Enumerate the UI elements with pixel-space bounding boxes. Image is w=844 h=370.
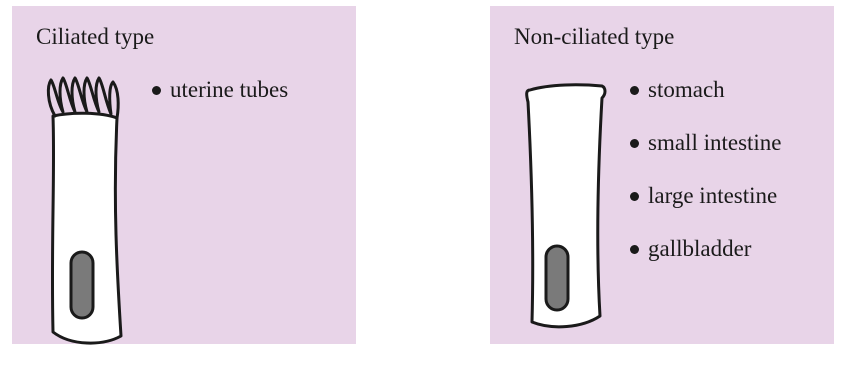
non-ciliated-cell-nucleus <box>546 246 568 310</box>
location-large-intestine: large intestine <box>630 182 782 210</box>
location-label: uterine tubes <box>170 76 288 104</box>
non-ciliated-type-title: Non-ciliated type <box>514 23 674 51</box>
location-label: stomach <box>648 76 725 104</box>
location-label: gallbladder <box>648 235 751 263</box>
ciliated-type-title: Ciliated type <box>36 23 154 51</box>
non-ciliated-locations-list: stomach small intestine large intestine … <box>630 76 782 288</box>
bullet-icon <box>630 139 639 148</box>
bullet-icon <box>630 245 639 254</box>
location-gallbladder: gallbladder <box>630 235 782 263</box>
ciliated-cell-nucleus <box>71 252 93 318</box>
bullet-icon <box>630 192 639 201</box>
location-small-intestine: small intestine <box>630 129 782 157</box>
ciliated-cell-illustration <box>41 72 131 344</box>
ciliated-type-panel: Ciliated type uterine tubes <box>12 6 356 344</box>
bullet-icon <box>152 86 161 95</box>
location-label: large intestine <box>648 182 777 210</box>
location-label: small intestine <box>648 129 782 157</box>
non-ciliated-cell-illustration <box>520 78 610 332</box>
location-uterine-tubes: uterine tubes <box>152 76 288 104</box>
ciliated-locations-list: uterine tubes <box>152 76 288 129</box>
location-stomach: stomach <box>630 76 782 104</box>
bullet-icon <box>630 86 639 95</box>
non-ciliated-type-panel: Non-ciliated type stomach small intestin… <box>490 6 834 344</box>
